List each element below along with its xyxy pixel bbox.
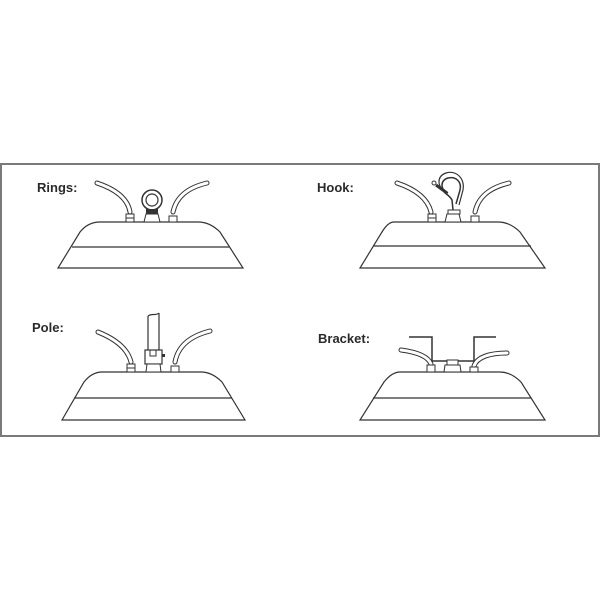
- panel-label-bracket: Bracket:: [318, 331, 371, 346]
- diagram-frame: [0, 163, 600, 437]
- lamp-hook: [358, 171, 547, 269]
- panel-label-pole: Pole:: [32, 320, 64, 335]
- lamp-pole: [60, 312, 247, 421]
- panel-label-hook: Hook:: [317, 180, 354, 195]
- panel-label-rings: Rings:: [37, 180, 78, 195]
- lamp-bracket: [358, 336, 547, 421]
- lamp-rings: [56, 180, 245, 269]
